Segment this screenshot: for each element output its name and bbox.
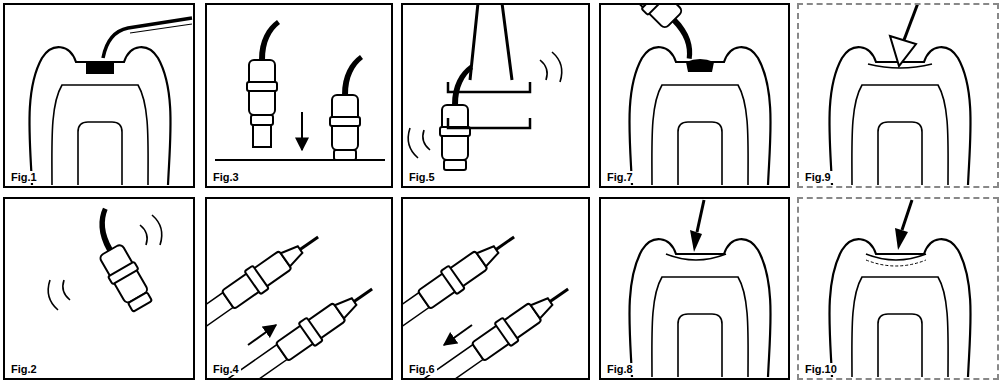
figure-label: Fig.10	[803, 363, 839, 375]
cartridge-insertion	[205, 225, 380, 380]
dispensing-into-cavity	[615, 3, 770, 185]
figure-panel: Fig.2	[3, 197, 195, 380]
figure-panel: Fig.4	[205, 197, 393, 380]
figure-label: Fig.6	[407, 363, 437, 375]
figure-panel: Fig.10	[797, 197, 999, 380]
tooth-with-brush	[629, 200, 770, 377]
figure-panel: Fig.1	[3, 3, 195, 188]
figure-label: Fig.4	[211, 363, 241, 375]
shaking-capsule	[48, 206, 162, 313]
figure-label: Fig.7	[605, 171, 635, 183]
figure-panel: Fig.9	[797, 3, 999, 188]
capsule-activation	[215, 20, 385, 160]
figure-panel: Fig.6	[401, 197, 590, 380]
tooth-with-brush	[829, 200, 970, 377]
figure-label: Fig.8	[605, 363, 635, 375]
figure-panel: Fig.7	[599, 3, 790, 188]
figure-label: Fig.1	[9, 171, 39, 183]
figure-panel: Fig.5	[401, 3, 590, 188]
figure-label: Fig.5	[407, 171, 437, 183]
figure-panel: Fig.8	[599, 197, 790, 380]
figure-label: Fig.2	[9, 363, 39, 375]
figure-panel: Fig.3	[205, 3, 393, 188]
figure-label: Fig.3	[211, 171, 241, 183]
figure-label: Fig.9	[803, 171, 833, 183]
tooth-with-tip	[29, 18, 192, 185]
cartridge-removal	[401, 225, 576, 380]
capsule-in-mixer	[408, 3, 562, 170]
tooth-with-cone-tip	[829, 3, 970, 185]
